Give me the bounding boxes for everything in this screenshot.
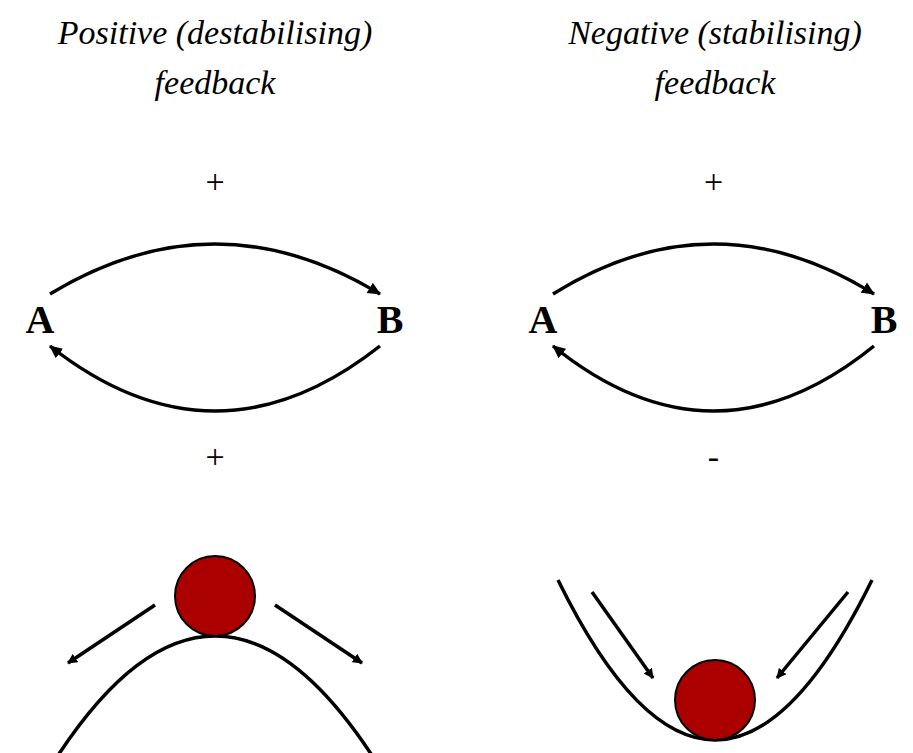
sign-label: + xyxy=(201,439,228,475)
panel-heading: Positive (destabilising) feedback xyxy=(25,8,405,108)
roll-arrow xyxy=(68,605,155,663)
valley-curve xyxy=(558,580,872,740)
ball xyxy=(675,660,755,740)
hill-curve xyxy=(55,636,375,753)
variable-node: A xyxy=(20,294,61,346)
feedback-arrow xyxy=(553,244,874,294)
feedback-arrow xyxy=(553,346,874,411)
variable-letter: B xyxy=(377,298,404,342)
roll-arrow xyxy=(592,592,653,678)
variable-letter: A xyxy=(529,298,558,342)
variable-node: B xyxy=(371,294,410,346)
variable-letter: B xyxy=(871,298,898,342)
panel-heading: Negative (stabilising) feedback xyxy=(525,8,905,108)
variable-node: A xyxy=(523,294,564,346)
variable-node: B xyxy=(865,294,904,346)
ball xyxy=(175,556,255,636)
sign-label: - xyxy=(704,439,723,475)
sign-label: + xyxy=(700,164,727,200)
sign-label: + xyxy=(201,164,228,200)
feedback-arrow xyxy=(50,244,380,294)
feedback-arrow xyxy=(50,346,380,411)
variable-letter: A xyxy=(26,298,55,342)
roll-arrow xyxy=(777,592,848,678)
roll-arrow xyxy=(275,605,362,663)
